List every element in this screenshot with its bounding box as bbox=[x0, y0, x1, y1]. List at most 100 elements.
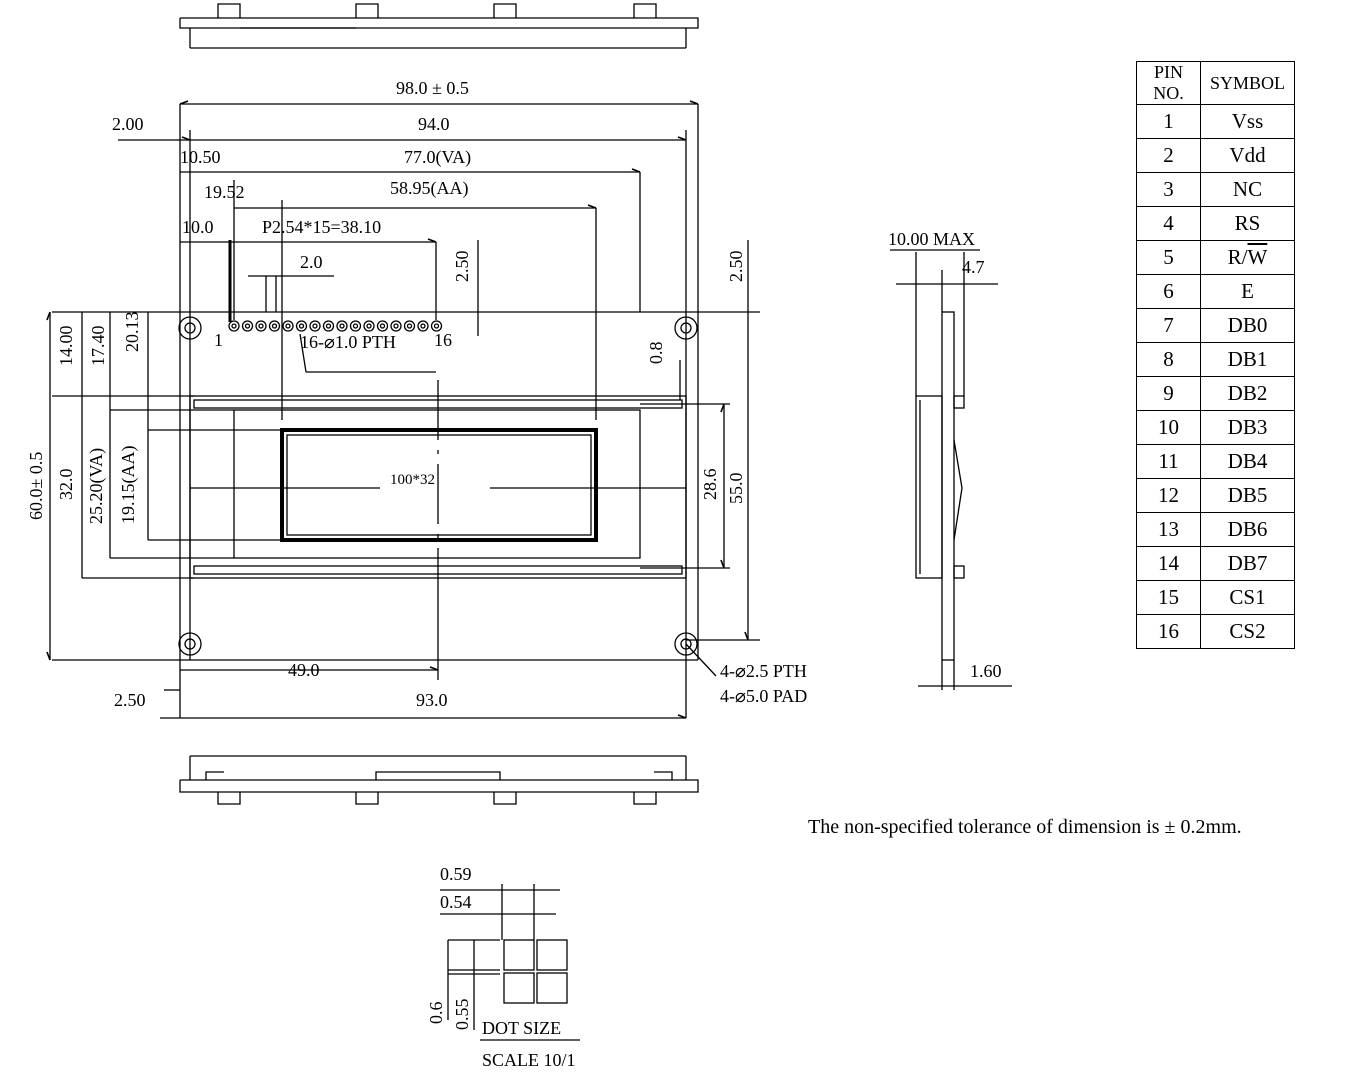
dim-va-width: 77.0(VA) bbox=[404, 147, 471, 168]
dim-mount-pth: 4-⌀2.5 PTH bbox=[720, 661, 807, 681]
connector-pin-hole bbox=[393, 323, 399, 329]
dim-aa-height: 19.15(AA) bbox=[118, 446, 139, 525]
vertical-dimensions-right bbox=[299, 240, 760, 677]
side-view bbox=[890, 249, 1012, 690]
pin-symbol: DB7 bbox=[1200, 546, 1295, 581]
pin-number: 6 bbox=[1136, 274, 1201, 309]
dim-left-17-40: 17.40 bbox=[88, 326, 108, 367]
connector-pin-hole bbox=[352, 323, 359, 329]
top-bezel-view bbox=[179, 3, 699, 49]
dim-mount-pad: 4-⌀5.0 PAD bbox=[720, 686, 807, 706]
connector-pin bbox=[403, 320, 416, 332]
pin-label-last: 16 bbox=[434, 330, 452, 350]
pin-symbol: CS2 bbox=[1200, 614, 1295, 649]
dim-bottom-93: 93.0 bbox=[416, 690, 448, 710]
tolerance-note: The non-specified tolerance of dimension… bbox=[808, 816, 1242, 838]
dim-pin-holes: 16-⌀1.0 PTH bbox=[300, 332, 396, 352]
dim-pcb-1-60: 1.60 bbox=[970, 661, 1002, 681]
pin-symbol: DB4 bbox=[1200, 444, 1295, 479]
connector-pin-hole bbox=[433, 323, 440, 329]
pin-label-first: 1 bbox=[214, 330, 223, 350]
pin-number: 13 bbox=[1136, 512, 1201, 547]
pin-symbol: DB0 bbox=[1200, 308, 1295, 343]
dim-left-14-00: 14.00 bbox=[56, 326, 76, 367]
pin-no-header: PIN NO. bbox=[1136, 61, 1201, 105]
connector-pin-hole bbox=[285, 323, 291, 329]
dim-thick-4-7: 4.7 bbox=[962, 257, 985, 277]
pin-number: 14 bbox=[1136, 546, 1201, 581]
pin-number: 5 bbox=[1136, 240, 1201, 275]
bottom-bezel-view bbox=[179, 755, 699, 805]
pin-symbol: Vdd bbox=[1200, 138, 1295, 173]
connector-pin bbox=[417, 320, 429, 332]
lcd-module bbox=[189, 380, 687, 680]
connector-pin bbox=[255, 320, 267, 332]
dim-overall-width: 98.0 ± 0.5 bbox=[396, 78, 469, 98]
dim-offset-19-52: 19.52 bbox=[204, 182, 245, 202]
connector-pin-hole bbox=[312, 323, 318, 329]
dim-offset-2-00: 2.00 bbox=[112, 114, 144, 134]
dot-scale-label: SCALE 10/1 bbox=[482, 1050, 576, 1070]
pin-symbol: DB3 bbox=[1200, 410, 1295, 445]
pin-number: 11 bbox=[1136, 444, 1201, 479]
dim-left-20-13: 20.13 bbox=[122, 312, 142, 353]
dot-width-0-59: 0.59 bbox=[440, 864, 472, 884]
dim-right-2-50: 2.50 bbox=[726, 251, 746, 283]
connector-pin-hole bbox=[258, 323, 264, 329]
pin-number: 1 bbox=[1136, 104, 1201, 139]
dot-height-0-6: 0.6 bbox=[426, 1002, 446, 1025]
connector-pin bbox=[390, 320, 402, 332]
dot-width-0-54: 0.54 bbox=[440, 892, 472, 912]
connector-pin bbox=[336, 320, 348, 332]
pin-number: 4 bbox=[1136, 206, 1201, 241]
pin-symbol: DB5 bbox=[1200, 478, 1295, 513]
connector-pin bbox=[241, 320, 254, 332]
pin-symbol: E bbox=[1200, 274, 1295, 309]
connector-pin-hole bbox=[244, 323, 251, 329]
pin-symbol: NC bbox=[1200, 172, 1295, 207]
connector-pin-hole bbox=[339, 323, 345, 329]
dim-height-32: 32.0 bbox=[56, 469, 76, 501]
connector-pin bbox=[295, 320, 308, 332]
horizontal-dimensions bbox=[118, 103, 698, 719]
connector-pin bbox=[268, 320, 281, 332]
dim-right-55-0: 55.0 bbox=[726, 473, 746, 505]
dim-offset-10-50: 10.50 bbox=[180, 147, 221, 167]
pin-symbol: DB2 bbox=[1200, 376, 1295, 411]
connector-pin bbox=[282, 320, 294, 332]
vertical-dimensions-left bbox=[49, 312, 282, 660]
connector-pin bbox=[430, 320, 443, 332]
symbol-header: SYMBOL bbox=[1200, 61, 1295, 105]
connector-pin-hole bbox=[271, 323, 278, 329]
dim-width-94: 94.0 bbox=[418, 114, 450, 134]
dim-pitch: P2.54*15=38.10 bbox=[262, 217, 381, 237]
pin-number: 12 bbox=[1136, 478, 1201, 513]
pin-symbol: R/W bbox=[1200, 240, 1295, 275]
pin-symbol: DB1 bbox=[1200, 342, 1295, 377]
dim-bottom-49: 49.0 bbox=[288, 660, 320, 680]
connector-pin bbox=[309, 320, 321, 332]
pin-symbol: CS1 bbox=[1200, 580, 1295, 615]
dim-overall-height: 60.0± 0.5 bbox=[26, 452, 46, 520]
dim-max-thickness: 10.00 MAX bbox=[888, 229, 975, 249]
dim-pin-width: 2.0 bbox=[300, 252, 323, 272]
connector-pin-hole bbox=[325, 323, 332, 329]
pin-symbol: RS bbox=[1200, 206, 1295, 241]
